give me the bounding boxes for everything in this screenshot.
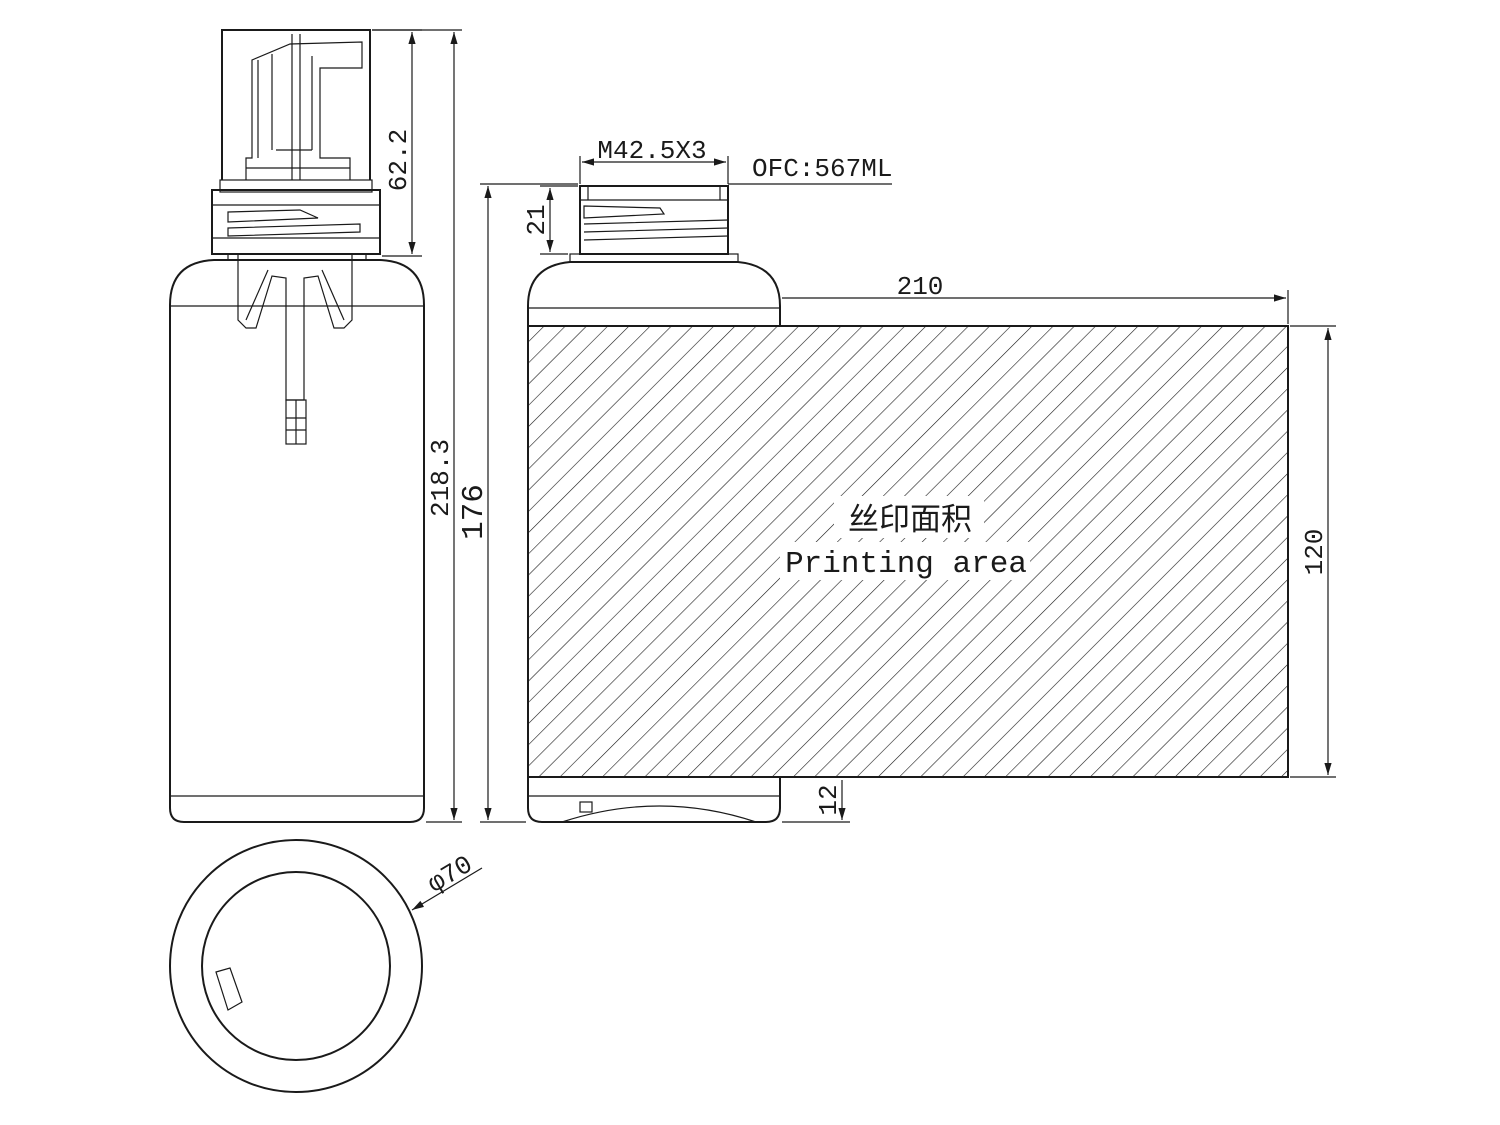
diameter-leader [411, 867, 483, 911]
diameter-label: φ70 [423, 850, 479, 900]
print-height-label: 120 [1300, 529, 1330, 576]
inner-circle [201, 871, 391, 1061]
printing-area: 丝印面积 Printing area [527, 325, 1289, 778]
printing-area-label-en: Printing area [785, 547, 1027, 582]
print-width-label: 210 [897, 272, 944, 302]
bottle-height-label: 176 [457, 484, 492, 540]
bottle-side-view: 丝印面积 Printing area M42.5X3 OFC:567ML 21 … [457, 136, 1336, 823]
printing-area-label-cn: 丝印面积 [848, 502, 972, 538]
capacity-label: OFC:567ML [752, 154, 892, 184]
bottle-body-outline [169, 259, 425, 823]
pump-dip-tube [237, 254, 353, 445]
bottom-margin-label: 12 [814, 784, 844, 815]
bottle-neck [569, 185, 739, 263]
pump-height-label: 62.2 [384, 129, 414, 191]
bottle-side-outline [527, 261, 781, 823]
pump-head [221, 29, 371, 180]
neck-height-label: 21 [522, 204, 552, 235]
total-height-label: 218.3 [426, 439, 456, 517]
bottle-top-view: φ70 [169, 839, 483, 1093]
bottle-with-pump-view: 62.2 218.3 [169, 29, 462, 823]
thread-label: M42.5X3 [597, 136, 706, 166]
pump-collar [211, 179, 381, 260]
outer-circle [169, 839, 423, 1093]
gate-mark [215, 967, 243, 1011]
